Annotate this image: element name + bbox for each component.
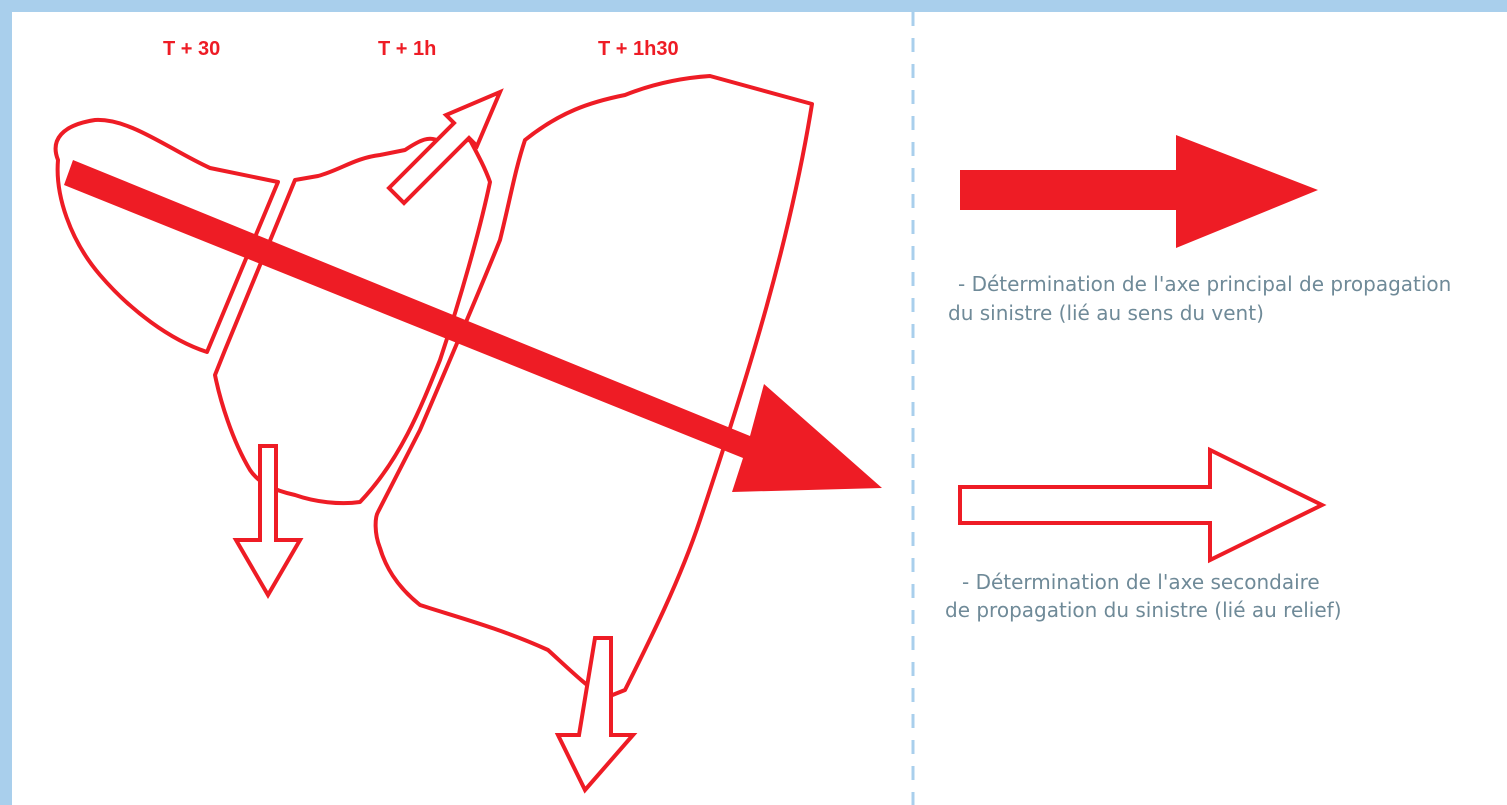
secondary-arrow-down-left [232, 444, 304, 599]
legend-primary-line2: du sinistre (lié au sens du vent) [948, 301, 1264, 325]
legend-hollow-arrow-icon [958, 446, 1327, 564]
main-propagation-arrow [64, 160, 882, 492]
zone-t1h-outline [213, 136, 492, 506]
legend-primary-line1: - Détermination de l'axe principal de pr… [958, 272, 1451, 296]
legend-solid-arrow-icon [960, 135, 1318, 248]
secondary-arrow-upright [386, 88, 504, 206]
zone-t1h30-outline [373, 74, 814, 700]
fire-propagation-diagram: T + 30 T + 1h T + 1h30 - Détermination d… [53, 12, 1451, 805]
zone-t30-outline [53, 117, 280, 354]
secondary-arrow-down-right [554, 636, 638, 794]
legend-secondary-line1: - Détermination de l'axe secondaire [962, 570, 1320, 594]
diagram-frame: T + 30 T + 1h T + 1h30 - Détermination d… [12, 12, 1507, 805]
time-label-t1h30: T + 1h30 [598, 38, 679, 60]
legend-secondary-line2: de propagation du sinistre (lié au relie… [945, 598, 1342, 622]
time-label-t30: T + 30 [163, 38, 220, 60]
time-label-t1h: T + 1h [378, 38, 436, 60]
